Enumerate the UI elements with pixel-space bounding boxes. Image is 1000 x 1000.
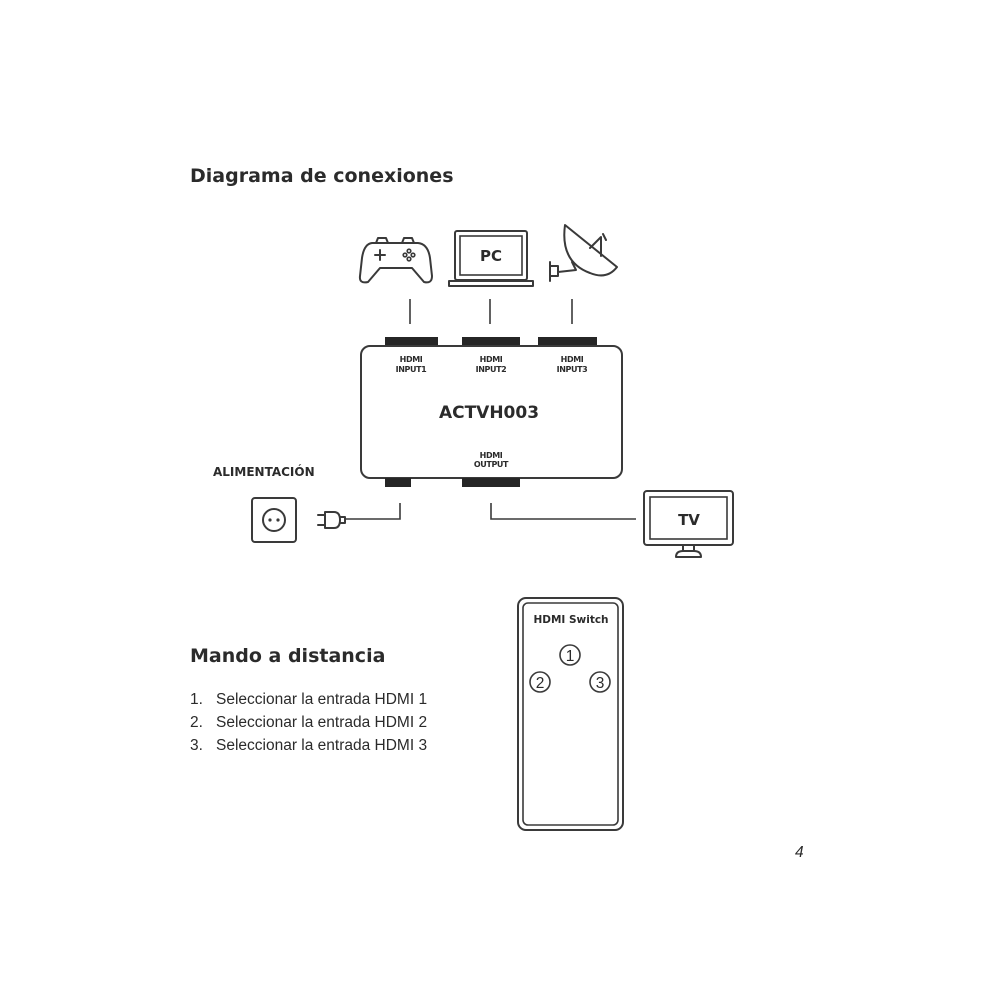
remote-button-2-label: 2 (536, 675, 545, 692)
tv-label: TV (678, 511, 700, 529)
output-cable (490, 503, 636, 520)
power-label: ALIMENTACIÓN (213, 464, 315, 479)
input-cables (409, 299, 573, 324)
list-item-number: 1. (190, 691, 203, 708)
hdmi-output-port (462, 478, 520, 487)
hdmi-switch-device: HDMI INPUT1 HDMI INPUT2 HDMI INPUT3 ACTV… (360, 337, 623, 487)
input3-label: INPUT3 (557, 365, 588, 374)
list-item: Seleccionar la entrada HDMI 3 (216, 737, 427, 754)
remote-instructions-list: 1. Seleccionar la entrada HDMI 1 2. Sele… (190, 691, 427, 754)
output-label: OUTPUT (474, 460, 509, 469)
remote-button-1-label: 1 (566, 648, 575, 665)
remote-button-3-label: 3 (596, 675, 605, 692)
remote-heading: Mando a distancia (190, 645, 385, 667)
tv-icon: TV (643, 490, 734, 558)
power-plug-icon (317, 511, 346, 529)
remote-button-1 (559, 644, 581, 666)
list-item-number: 3. (190, 737, 203, 754)
pc-label: PC (480, 247, 502, 265)
page-number: 4 (795, 844, 804, 861)
model-label: ACTVH003 (439, 403, 539, 423)
input2-label: HDMI (480, 355, 503, 364)
remote-button-3 (589, 671, 611, 693)
hdmi-input1-port (385, 337, 438, 346)
hdmi-input2-port (462, 337, 520, 346)
output-label: HDMI (480, 451, 503, 460)
power-port (385, 478, 411, 487)
connections-heading: Diagrama de conexiones (190, 165, 454, 187)
input2-label: INPUT2 (476, 365, 507, 374)
input3-label: HDMI (561, 355, 584, 364)
remote-control-illustration: HDMI Switch 1 2 3 (517, 597, 624, 831)
remote-button-2 (529, 671, 551, 693)
hdmi-input3-port (538, 337, 597, 346)
list-item: Seleccionar la entrada HDMI 2 (216, 714, 427, 731)
power-socket-icon (251, 497, 297, 543)
satellite-dish-icon (549, 224, 618, 282)
input1-label: HDMI (400, 355, 423, 364)
remote-device-label: HDMI Switch (533, 614, 608, 626)
gamepad-icon (358, 237, 433, 284)
list-item: Seleccionar la entrada HDMI 1 (216, 691, 427, 708)
list-item-number: 2. (190, 714, 203, 731)
laptop-icon: PC (448, 230, 534, 287)
power-cable (345, 503, 401, 520)
input1-label: INPUT1 (396, 365, 427, 374)
